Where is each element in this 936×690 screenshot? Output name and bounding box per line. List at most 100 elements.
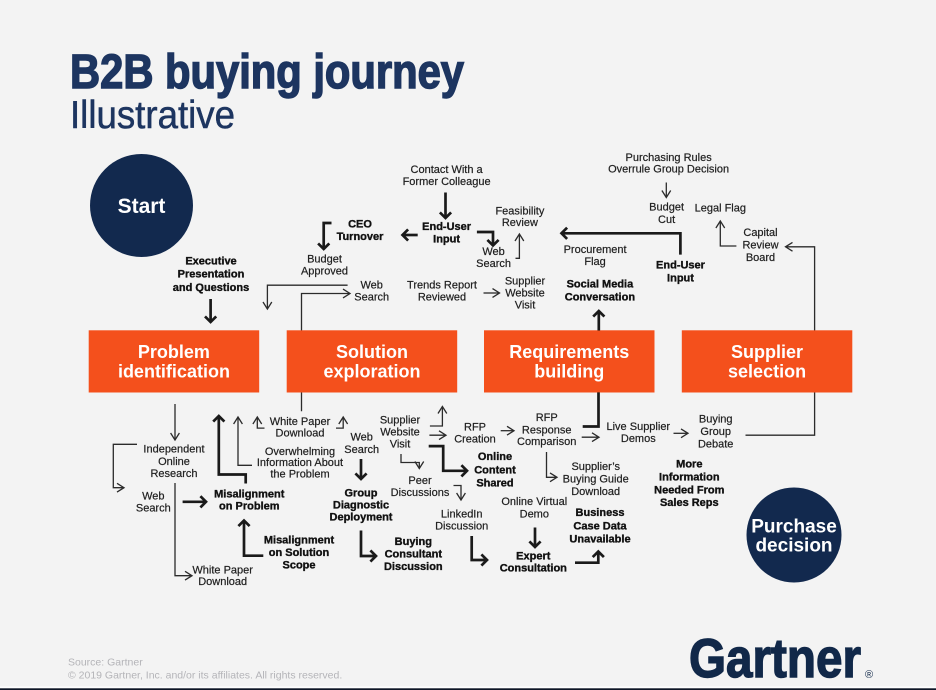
svg-text:Web: Web [482, 246, 504, 258]
svg-text:© 2019 Gartner, Inc. and/or it: © 2019 Gartner, Inc. and/or its affiliat… [68, 669, 342, 681]
svg-text:Debate: Debate [698, 438, 733, 450]
svg-text:Website: Website [505, 287, 545, 299]
svg-text:Information About: Information About [257, 457, 343, 469]
svg-text:on Solution: on Solution [269, 547, 330, 559]
svg-text:Reviewed: Reviewed [418, 291, 466, 303]
svg-text:Business: Business [576, 507, 625, 519]
svg-text:Supplier: Supplier [380, 414, 421, 426]
svg-text:End-User: End-User [656, 260, 706, 272]
svg-text:Search: Search [476, 258, 511, 270]
svg-text:Discussion: Discussion [435, 520, 488, 532]
svg-text:Download: Download [276, 428, 325, 440]
svg-text:Search: Search [354, 292, 389, 304]
svg-text:Consultation: Consultation [500, 563, 567, 575]
svg-text:Unavailable: Unavailable [569, 534, 630, 546]
svg-text:Discussions: Discussions [391, 487, 450, 499]
svg-text:®: ® [865, 669, 873, 681]
svg-text:Information: Information [659, 472, 720, 484]
svg-text:Supplier: Supplier [505, 276, 546, 288]
svg-text:Executive: Executive [185, 255, 236, 267]
svg-text:Overwhelming: Overwhelming [265, 446, 335, 458]
svg-text:Online: Online [478, 451, 512, 463]
svg-text:Demos: Demos [621, 433, 656, 445]
svg-text:RFP: RFP [464, 422, 486, 434]
svg-text:Review: Review [742, 240, 778, 252]
svg-text:Buying: Buying [395, 536, 432, 548]
svg-text:Start: Start [118, 195, 166, 218]
svg-text:RFP: RFP [536, 412, 558, 424]
svg-text:Budget: Budget [649, 202, 684, 214]
svg-text:Cut: Cut [658, 214, 675, 226]
svg-text:Case Data: Case Data [573, 520, 627, 532]
svg-text:Budget: Budget [307, 254, 342, 266]
svg-text:B2B buying journey: B2B buying journey [70, 46, 464, 99]
svg-text:identification: identification [118, 362, 230, 382]
svg-text:Web: Web [350, 432, 372, 444]
svg-text:Independent: Independent [143, 444, 204, 456]
svg-text:End-User: End-User [422, 221, 472, 233]
svg-text:Input: Input [667, 272, 694, 284]
svg-text:Feasibility: Feasibility [495, 206, 544, 218]
svg-text:Web: Web [142, 490, 164, 502]
svg-text:Download: Download [571, 486, 620, 498]
svg-text:Legal Flag: Legal Flag [695, 203, 746, 215]
svg-text:Live Supplier: Live Supplier [607, 421, 671, 433]
svg-text:White Paper: White Paper [270, 416, 331, 428]
svg-text:Online: Online [158, 456, 190, 468]
svg-text:Social Media: Social Media [567, 279, 635, 291]
svg-text:Group: Group [345, 488, 378, 500]
svg-text:on Problem: on Problem [219, 501, 280, 513]
svg-text:Misalignment: Misalignment [214, 488, 285, 500]
svg-text:and Questions: and Questions [173, 282, 249, 294]
svg-text:Demo: Demo [520, 508, 549, 520]
svg-text:Group: Group [700, 426, 731, 438]
svg-text:Procurement: Procurement [564, 244, 627, 256]
svg-text:Visit: Visit [515, 299, 536, 311]
svg-text:Deployment: Deployment [330, 512, 393, 524]
svg-text:Turnover: Turnover [337, 231, 385, 243]
svg-text:Supplier’s: Supplier’s [571, 461, 620, 473]
svg-text:Overrule Group Decision: Overrule Group Decision [608, 164, 729, 176]
svg-text:Diagnostic: Diagnostic [333, 499, 389, 511]
svg-text:Response: Response [522, 424, 572, 436]
svg-text:Approved: Approved [301, 266, 348, 278]
svg-text:Gartner: Gartner [689, 627, 861, 689]
svg-text:Illustrative: Illustrative [70, 94, 235, 137]
svg-text:Expert: Expert [516, 550, 551, 562]
svg-text:Requirements: Requirements [509, 342, 629, 362]
svg-text:Download: Download [198, 576, 247, 588]
svg-text:Buying Guide: Buying Guide [563, 474, 629, 486]
svg-text:Flag: Flag [584, 256, 605, 268]
svg-text:Input: Input [433, 234, 460, 246]
svg-text:Purchasing Rules: Purchasing Rules [625, 152, 712, 164]
svg-text:Web: Web [360, 280, 382, 292]
svg-text:building: building [534, 362, 604, 382]
svg-text:Problem: Problem [138, 342, 210, 362]
svg-text:Presentation: Presentation [178, 269, 245, 281]
svg-text:CEO: CEO [348, 219, 372, 231]
svg-text:Conversation: Conversation [565, 291, 636, 303]
svg-text:Capital: Capital [743, 227, 777, 239]
svg-text:Supplier: Supplier [731, 342, 803, 362]
svg-text:Shared: Shared [476, 478, 513, 490]
svg-text:Website: Website [380, 427, 420, 439]
svg-text:Solution: Solution [336, 342, 408, 362]
svg-text:Scope: Scope [282, 560, 315, 572]
svg-text:Board: Board [746, 252, 775, 264]
svg-text:Contact With a: Contact With a [411, 164, 484, 176]
svg-text:Creation: Creation [454, 434, 496, 446]
svg-text:Search: Search [136, 502, 171, 514]
svg-text:LinkedIn: LinkedIn [441, 508, 483, 520]
svg-text:Trends Report: Trends Report [407, 280, 477, 292]
svg-text:Search: Search [344, 444, 379, 456]
svg-text:selection: selection [728, 362, 806, 382]
svg-text:Comparison: Comparison [517, 436, 576, 448]
svg-text:Former Colleague: Former Colleague [403, 176, 491, 188]
svg-text:Consultant: Consultant [385, 548, 443, 560]
svg-text:decision: decision [755, 536, 832, 557]
svg-text:More: More [676, 458, 702, 470]
svg-text:the Problem: the Problem [270, 468, 329, 480]
svg-text:Needed From: Needed From [654, 484, 725, 496]
svg-text:Source: Gartner: Source: Gartner [68, 657, 143, 669]
svg-text:Peer: Peer [408, 475, 432, 487]
